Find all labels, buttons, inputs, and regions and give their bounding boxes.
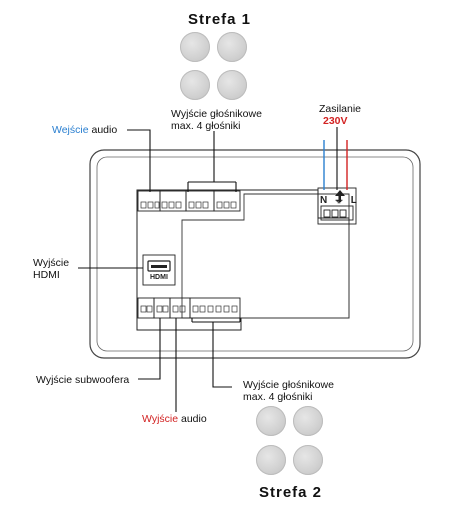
hdmi-output-line1: Wyjście	[33, 257, 70, 269]
ceiling-speaker-icon	[256, 406, 286, 436]
ceiling-speaker-icon	[217, 70, 247, 100]
speaker-output-2-line1: Wyjście głośnikowe	[243, 379, 334, 391]
speaker-output-1-line2: max. 4 głośniki	[171, 120, 241, 132]
top-terminal-screws	[140, 201, 237, 209]
ceiling-speaker-icon	[256, 445, 286, 475]
leader-subwoofer	[138, 318, 161, 380]
top-terminal-blocks	[137, 190, 241, 212]
ceiling-speaker-icon	[180, 70, 210, 100]
audio-input-label: Wejście audio	[52, 124, 117, 136]
ceiling-speaker-icon	[293, 406, 323, 436]
hdmi-output-line2: HDMI	[33, 269, 60, 281]
ground-icon	[335, 190, 345, 202]
ceiling-speaker-icon	[293, 445, 323, 475]
audio-input-label-rest: audio	[88, 124, 118, 136]
power-label-line1: Zasilanie	[319, 103, 362, 115]
leader-speaker-out-2	[191, 318, 241, 388]
speaker-output-2-line2: max. 4 głośniki	[243, 391, 313, 403]
ceiling-speaker-icon	[180, 32, 210, 62]
hdmi-port-icon	[142, 254, 176, 286]
speaker-output-2-label: Wyjście głośnikowe max. 4 głośniki	[243, 379, 334, 403]
speaker-output-1-line1: Wyjście głośnikowe	[171, 108, 262, 120]
audio-output-label-colored: Wyjście	[142, 413, 179, 425]
zone-1-title: Strefa 1	[188, 11, 252, 28]
subwoofer-output-label: Wyjście subwoofera	[36, 374, 130, 386]
audio-input-label-colored: Wejście	[52, 124, 89, 136]
zone-2-title: Strefa 2	[259, 484, 323, 501]
bottom-terminal-screws	[140, 305, 238, 313]
leader-audio-in	[127, 129, 151, 192]
hdmi-output-label: Wyjście HDMI	[33, 257, 69, 281]
power-terminal-block	[317, 187, 357, 225]
speaker-output-1-label: Wyjście głośnikowe max. 4 głośniki	[171, 108, 262, 132]
audio-output-label-rest: audio	[178, 413, 207, 425]
device-panel-outer	[89, 149, 421, 359]
ceiling-speaker-icon	[217, 32, 247, 62]
power-terminal-label: N ⏚ L	[320, 195, 359, 206]
power-voltage: 230V	[323, 115, 348, 127]
bottom-terminal-blocks	[137, 297, 241, 319]
device-panel-inner	[96, 156, 414, 352]
hdmi-port-label: HDMI	[150, 274, 168, 281]
leader-speaker-out-1	[187, 131, 237, 192]
power-label: Zasilanie 230V	[319, 103, 361, 127]
audio-output-label: Wyjście audio	[142, 413, 207, 425]
